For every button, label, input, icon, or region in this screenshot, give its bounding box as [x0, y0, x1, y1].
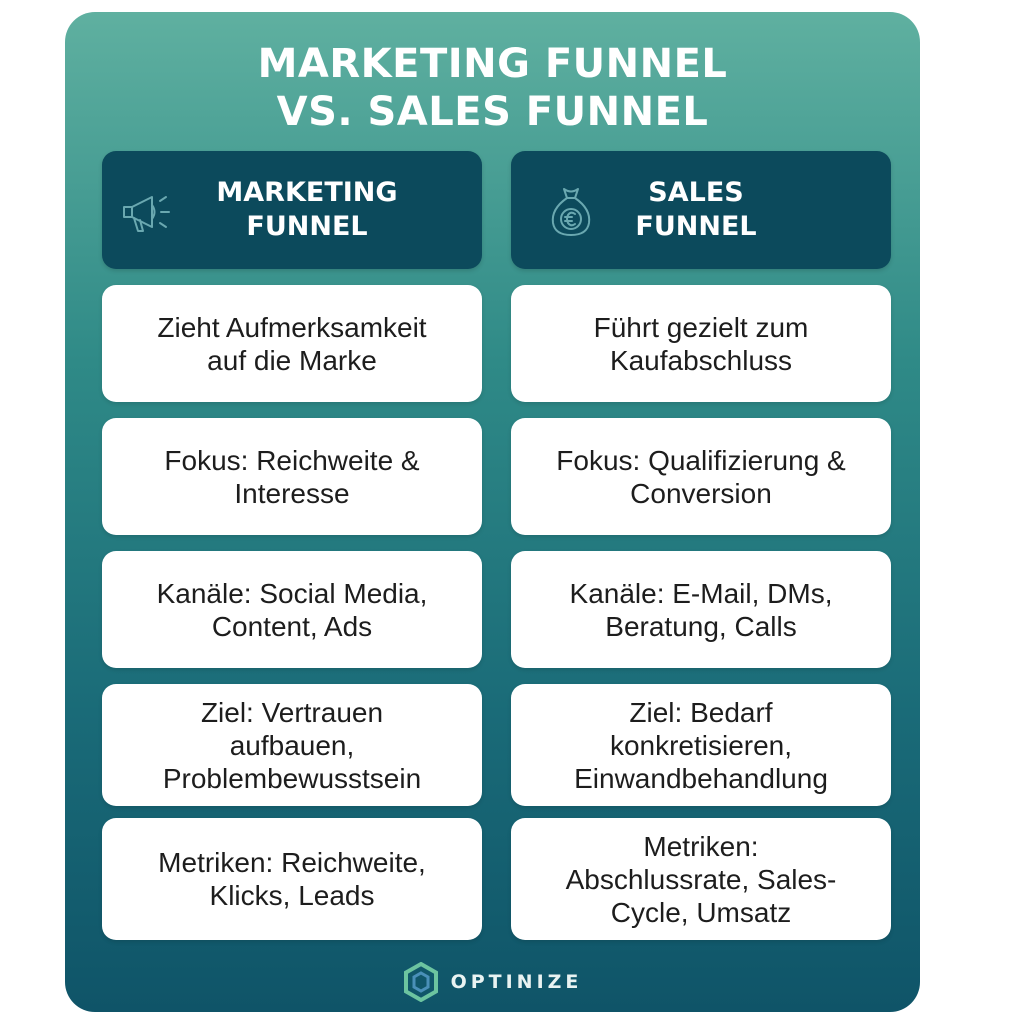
title-line-1: MARKETING FUNNEL: [257, 41, 728, 87]
row-text: Conversion: [630, 477, 772, 509]
sales-row-5: Metriken: Abschlussrate, Sales- Cycle, U…: [511, 818, 891, 940]
marketing-row-4: Ziel: Vertrauen aufbauen, Problembewusst…: [102, 684, 482, 806]
money-bag-euro-icon: [551, 188, 591, 236]
row-text: Problembewusstsein: [162, 762, 422, 794]
megaphone-icon: [123, 196, 170, 232]
row-text: konkretisieren,: [609, 729, 793, 761]
row-text: Abschlussrate, Sales-: [565, 863, 837, 895]
row-text: Kanäle: Social Media,: [156, 577, 428, 609]
row-text: Führt gezielt zum: [593, 311, 809, 343]
sales-row-2: Fokus: Qualifizierung & Conversion: [511, 418, 891, 535]
brand-name: OPTINIZE: [450, 971, 583, 993]
title-line-2: VS. SALES FUNNEL: [276, 89, 709, 135]
header-line-2: FUNNEL: [635, 211, 757, 242]
row-text: auf die Marke: [207, 344, 377, 376]
row-text: Fokus: Reichweite &: [164, 444, 420, 476]
marketing-row-2: Fokus: Reichweite & Interesse: [102, 418, 482, 535]
sales-row-1: Führt gezielt zum Kaufabschluss: [511, 285, 891, 402]
sales-row-4: Ziel: Bedarf konkretisieren, Einwandbeha…: [511, 684, 891, 806]
sales-funnel-header-text: SALES FUNNEL: [561, 176, 831, 244]
row-text: Klicks, Leads: [209, 880, 375, 911]
row-text: Cycle, Umsatz: [610, 896, 792, 928]
marketing-row-1: Zieht Aufmerksamkeit auf die Marke: [102, 285, 482, 402]
row-text: Content, Ads: [211, 610, 373, 642]
row-text: Einwandbehandlung: [574, 762, 828, 794]
row-text: Zieht Aufmerksamkeit: [157, 311, 427, 343]
header-line-2: FUNNEL: [246, 211, 368, 242]
row-text: Metriken:: [643, 830, 759, 862]
footer-brand: OPTINIZE: [65, 960, 920, 1004]
page-title: MARKETING FUNNEL VS. SALES FUNNEL: [65, 40, 920, 136]
row-text: Kaufabschluss: [609, 344, 793, 376]
marketing-funnel-header-text: MARKETING FUNNEL: [172, 176, 442, 244]
marketing-row-5: Metriken: Reichweite, Klicks, Leads: [102, 818, 482, 940]
marketing-row-3: Kanäle: Social Media, Content, Ads: [102, 551, 482, 668]
row-text: aufbauen,: [229, 729, 355, 761]
marketing-funnel-header: MARKETING FUNNEL: [102, 151, 482, 269]
sales-funnel-header: SALES FUNNEL: [511, 151, 891, 269]
row-text: Ziel: Vertrauen: [200, 696, 384, 728]
infographic-card: MARKETING FUNNEL VS. SALES FUNNEL MARKET…: [65, 12, 920, 1012]
header-line-1: MARKETING: [216, 177, 398, 208]
header-line-1: SALES: [648, 177, 744, 208]
row-text: Kanäle: E-Mail, DMs,: [569, 577, 833, 609]
row-text: Fokus: Qualifizierung &: [556, 444, 846, 476]
row-text: Metriken: Reichweite,: [158, 847, 426, 878]
hexagon-logo-icon: [403, 962, 438, 1002]
row-text: Beratung, Calls: [605, 610, 797, 642]
row-text: Interesse: [234, 477, 350, 509]
sales-row-3: Kanäle: E-Mail, DMs, Beratung, Calls: [511, 551, 891, 668]
row-text: Ziel: Bedarf: [629, 696, 773, 728]
